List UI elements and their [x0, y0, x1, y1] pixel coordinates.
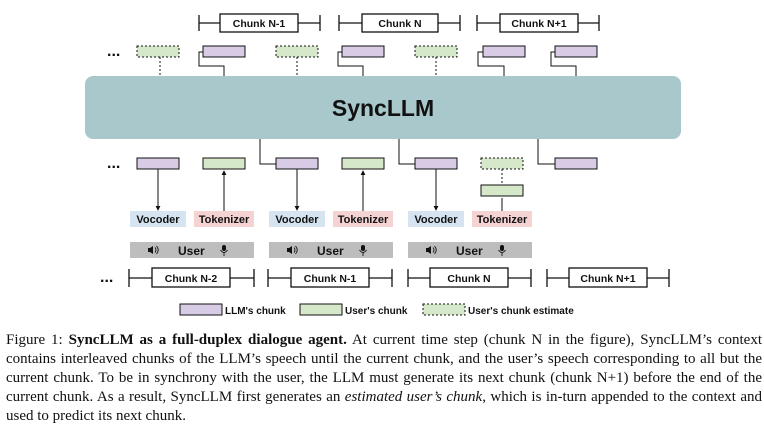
vocoder-label: Vocoder	[136, 214, 180, 226]
vocoder-label: Vocoder	[275, 214, 319, 226]
user-label: User	[178, 244, 205, 258]
caption-italic: estimated user’s chunk	[344, 389, 483, 405]
input-user-chunk	[202, 157, 246, 170]
figure-caption: Figure 1: SyncLLM as a full-duplex dialo…	[6, 331, 762, 426]
bottom-chunk-n-1: Chunk N-1	[267, 267, 393, 288]
top-llm-chunk	[482, 45, 526, 58]
input-user-chunk	[480, 184, 524, 197]
caption-text-1: At current time step (chunk N in the fig…	[6, 332, 762, 405]
top-chunk-n-plus-1-label: Chunk N+1	[511, 18, 566, 30]
input-user-estimate-chunk	[480, 157, 524, 170]
tokenizer-box	[194, 211, 254, 227]
top-llm-chunk	[341, 45, 385, 58]
middle-ellipsis: ...	[107, 155, 120, 172]
microphone-icon	[220, 245, 228, 256]
microphone-icon	[359, 245, 367, 256]
user-label: User	[456, 244, 483, 258]
user-label: User	[317, 244, 344, 258]
bottom-chunk-n-2-label: Chunk N-2	[165, 273, 218, 285]
legend-llm-label: LLM's chunk	[225, 306, 286, 317]
bottom-chunk-n-2: Chunk N-2	[128, 267, 255, 288]
bottom-chunk-n-label: Chunk N	[447, 273, 490, 285]
vocoder-box	[130, 211, 186, 227]
synchllm-label: SyncLLM	[332, 95, 434, 121]
legend-user-label: User's chunk	[345, 306, 408, 317]
input-chunks	[136, 139, 598, 211]
legend: LLM's chunk User's chunk User's chunk es…	[179, 303, 574, 317]
vocoder-box	[269, 211, 325, 227]
input-llm-chunk	[554, 157, 598, 170]
legend-estimate-swatch	[422, 303, 466, 316]
user-bars: User User	[130, 242, 532, 258]
top-chunk-n-plus-1: Chunk N+1	[476, 13, 600, 33]
speaker-icon	[148, 245, 159, 255]
synchllm-diagram: Chunk N-1 Chunk N Chunk N+1 ...	[85, 13, 681, 317]
user-bar: User	[408, 242, 532, 258]
legend-user-swatch	[299, 303, 343, 316]
tokenizer-box	[333, 211, 393, 227]
bottom-chunk-n-1-label: Chunk N-1	[304, 273, 357, 285]
input-llm-chunk	[275, 157, 319, 170]
input-llm-chunk	[136, 157, 180, 170]
microphone-icon	[498, 245, 506, 256]
top-chunk-n-1: Chunk N-1	[198, 13, 321, 33]
input-user-chunk	[341, 157, 385, 170]
user-bar: User	[130, 242, 254, 258]
tokenizer-box	[472, 211, 532, 227]
bottom-chunk-n-plus-1: Chunk N+1	[546, 267, 670, 288]
vocoder-label: Vocoder	[414, 214, 458, 226]
caption-prefix: Figure 1:	[6, 332, 69, 348]
top-chunk-n: Chunk N	[338, 13, 461, 33]
top-output-chunks	[136, 45, 598, 76]
user-bar: User	[269, 242, 393, 258]
tokenizer-label: Tokenizer	[199, 214, 250, 226]
top-chunk-n-1-label: Chunk N-1	[233, 18, 286, 30]
top-ellipsis: ...	[107, 43, 120, 60]
tokenizer-label: Tokenizer	[477, 214, 528, 226]
synchllm-block: SyncLLM	[85, 76, 681, 139]
bottom-chunk-n: Chunk N	[407, 267, 532, 288]
legend-llm-swatch	[179, 303, 223, 316]
speaker-icon	[287, 245, 298, 255]
top-chunk-n-label: Chunk N	[378, 18, 421, 30]
top-llm-chunk	[202, 45, 246, 58]
top-user-estimate-chunk	[414, 45, 458, 58]
top-llm-chunk	[554, 45, 598, 58]
bottom-chunk-n-plus-1-label: Chunk N+1	[580, 273, 635, 285]
top-user-estimate-chunk	[136, 45, 180, 58]
caption-bold: SyncLLM as a full-duplex dialogue agent.	[68, 332, 347, 348]
legend-estimate-label: User's chunk estimate	[468, 306, 574, 317]
caption-text-2: , which is in-turn appended to the conte…	[6, 389, 763, 424]
tokenizer-label: Tokenizer	[338, 214, 389, 226]
codec-row: Vocoder Tokenizer Vocoder Tokenizer Voco…	[130, 211, 532, 227]
speaker-icon	[426, 245, 437, 255]
top-user-estimate-chunk	[275, 45, 319, 58]
bottom-ellipsis: ...	[100, 269, 113, 286]
vocoder-box	[408, 211, 464, 227]
input-llm-chunk	[414, 157, 458, 170]
